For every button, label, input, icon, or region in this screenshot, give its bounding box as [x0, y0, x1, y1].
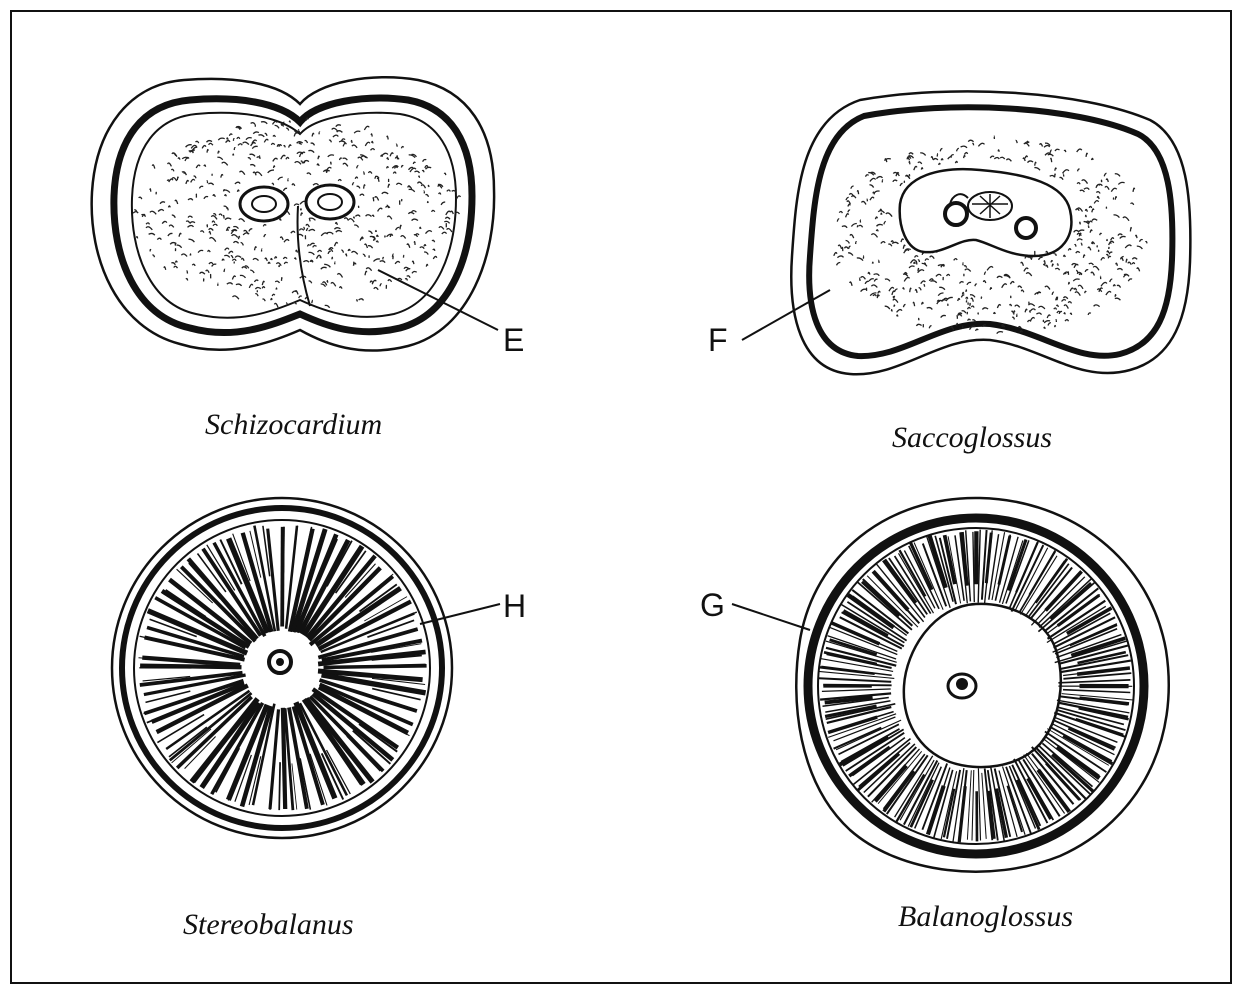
label-f: F	[708, 322, 728, 358]
saccoglossus-central-cavity	[900, 169, 1072, 256]
saccoglossus-body-wall	[809, 107, 1172, 356]
label-e: E	[503, 322, 524, 358]
stereobalanus-caption: Stereobalanus	[183, 908, 354, 941]
schizocardium-caption: Schizocardium	[205, 408, 382, 441]
schizocardium-inner-lining	[132, 113, 456, 318]
balanoglossus-caption: Balanoglossus	[898, 900, 1073, 933]
stereobalanus-cross-section	[112, 498, 452, 838]
saccoglossus-cross-section	[791, 91, 1190, 374]
schizocardium-right-vessel	[306, 185, 354, 219]
schizocardium-left-vessel	[240, 187, 288, 221]
schizocardium-septum	[298, 206, 311, 306]
schizocardium-cross-section	[92, 77, 494, 350]
balanoglossus-cross-section	[796, 498, 1168, 872]
label-g: G	[700, 587, 725, 623]
saccoglossus-caption: Saccoglossus	[892, 421, 1052, 454]
label-h: H	[503, 588, 526, 624]
saccoglossus-tissue-texture	[834, 136, 1147, 334]
label-g-leader-line	[732, 604, 810, 630]
schizocardium-body-wall	[114, 98, 472, 333]
